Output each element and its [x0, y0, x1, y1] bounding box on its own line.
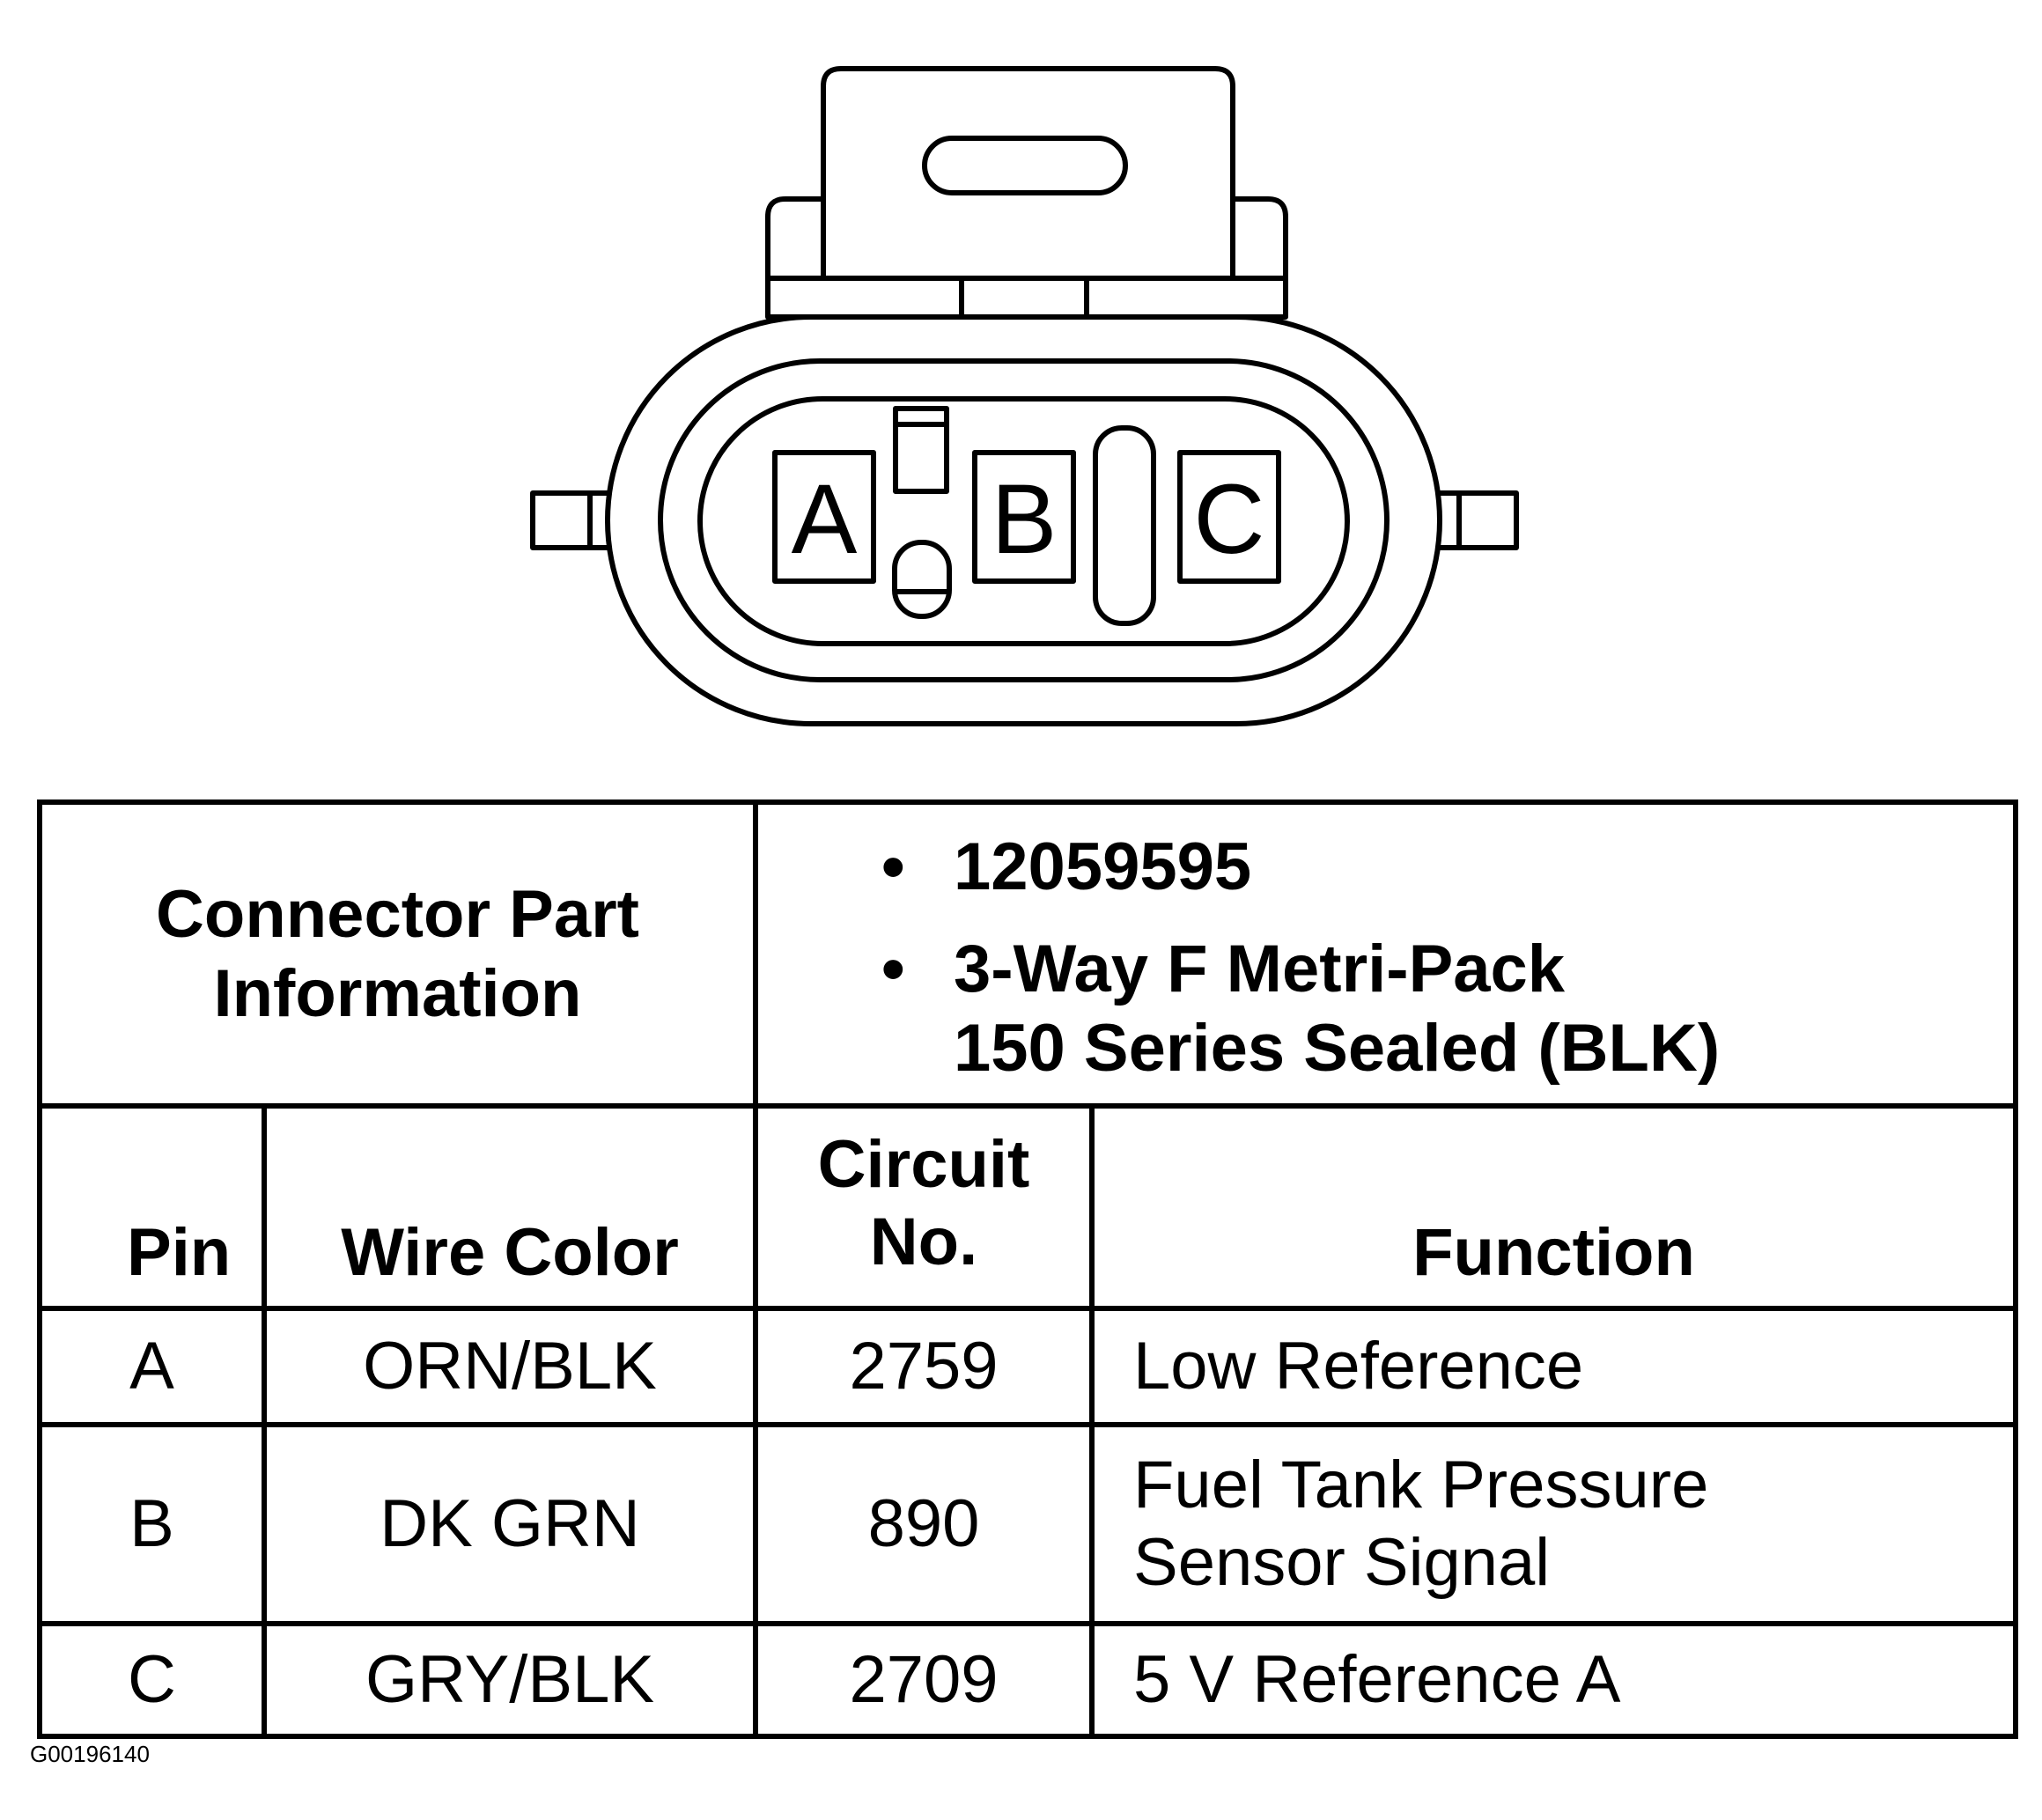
- right-shoulder: [1233, 196, 1288, 278]
- connector-part-info: 12059595 3-Way F Metri-Pack 150 Series S…: [753, 799, 2018, 1109]
- connector-description: 3-Way F Metri-Pack 150 Series Sealed (BL…: [758, 930, 2013, 1088]
- seal-ring: [658, 358, 1390, 682]
- function-column-header: Function: [1089, 1103, 2018, 1311]
- table-row: B DK GRN 890 Fuel Tank Pressure Sensor S…: [37, 1422, 2018, 1626]
- function-cell: Fuel Tank Pressure Sensor Signal: [1089, 1422, 2018, 1626]
- wire-color-column-header: Wire Color: [262, 1103, 758, 1311]
- pin-cell: A: [37, 1306, 267, 1427]
- circuit-cell: 890: [753, 1422, 1095, 1626]
- wire-color-cell: GRY/BLK: [262, 1621, 758, 1739]
- pin-b-label: B: [992, 464, 1058, 574]
- function-cell: 5 V Reference A: [1089, 1621, 2018, 1739]
- inner-face: [697, 396, 1350, 646]
- pin-b-cavity: [972, 450, 1076, 584]
- right-ear: [1440, 490, 1519, 550]
- pin-column-header: Pin: [37, 1103, 267, 1311]
- wire-color-cell: ORN/BLK: [262, 1306, 758, 1427]
- key-post: [893, 406, 949, 494]
- center-rib: [1093, 425, 1156, 626]
- collar-band: [765, 276, 1288, 320]
- circuit-column-header: Circuit No.: [753, 1103, 1095, 1311]
- circuit-cell: 2759: [753, 1306, 1095, 1427]
- locking-tab: [821, 66, 1235, 278]
- table-row: A ORN/BLK 2759 Low Reference: [37, 1306, 2018, 1427]
- lock-slot: [922, 136, 1128, 195]
- connector-part-header: Connector Part Information: [37, 799, 758, 1109]
- wire-color-cell: DK GRN: [262, 1422, 758, 1626]
- polarizing-peg: [892, 540, 952, 619]
- connector-pinout-table: Connector Part Information 12059595 3-Wa…: [37, 799, 2018, 1739]
- part-number: 12059595: [758, 828, 2013, 907]
- pin-cell: C: [37, 1621, 267, 1739]
- connector-face-diagram: A B C: [530, 66, 1519, 726]
- circuit-cell: 2709: [753, 1621, 1095, 1739]
- left-shoulder: [765, 196, 823, 278]
- outer-housing: [605, 314, 1442, 726]
- table-row: C GRY/BLK 2709 5 V Reference A: [37, 1621, 2018, 1739]
- figure-id: G00196140: [30, 1741, 150, 1767]
- left-ear: [530, 490, 608, 550]
- pin-a-cavity: [772, 450, 876, 584]
- pin-cell: B: [37, 1422, 267, 1626]
- pin-c-label: C: [1194, 464, 1265, 574]
- pin-a-label: A: [792, 464, 858, 574]
- pin-c-cavity: [1177, 450, 1281, 584]
- function-cell: Low Reference: [1089, 1306, 2018, 1427]
